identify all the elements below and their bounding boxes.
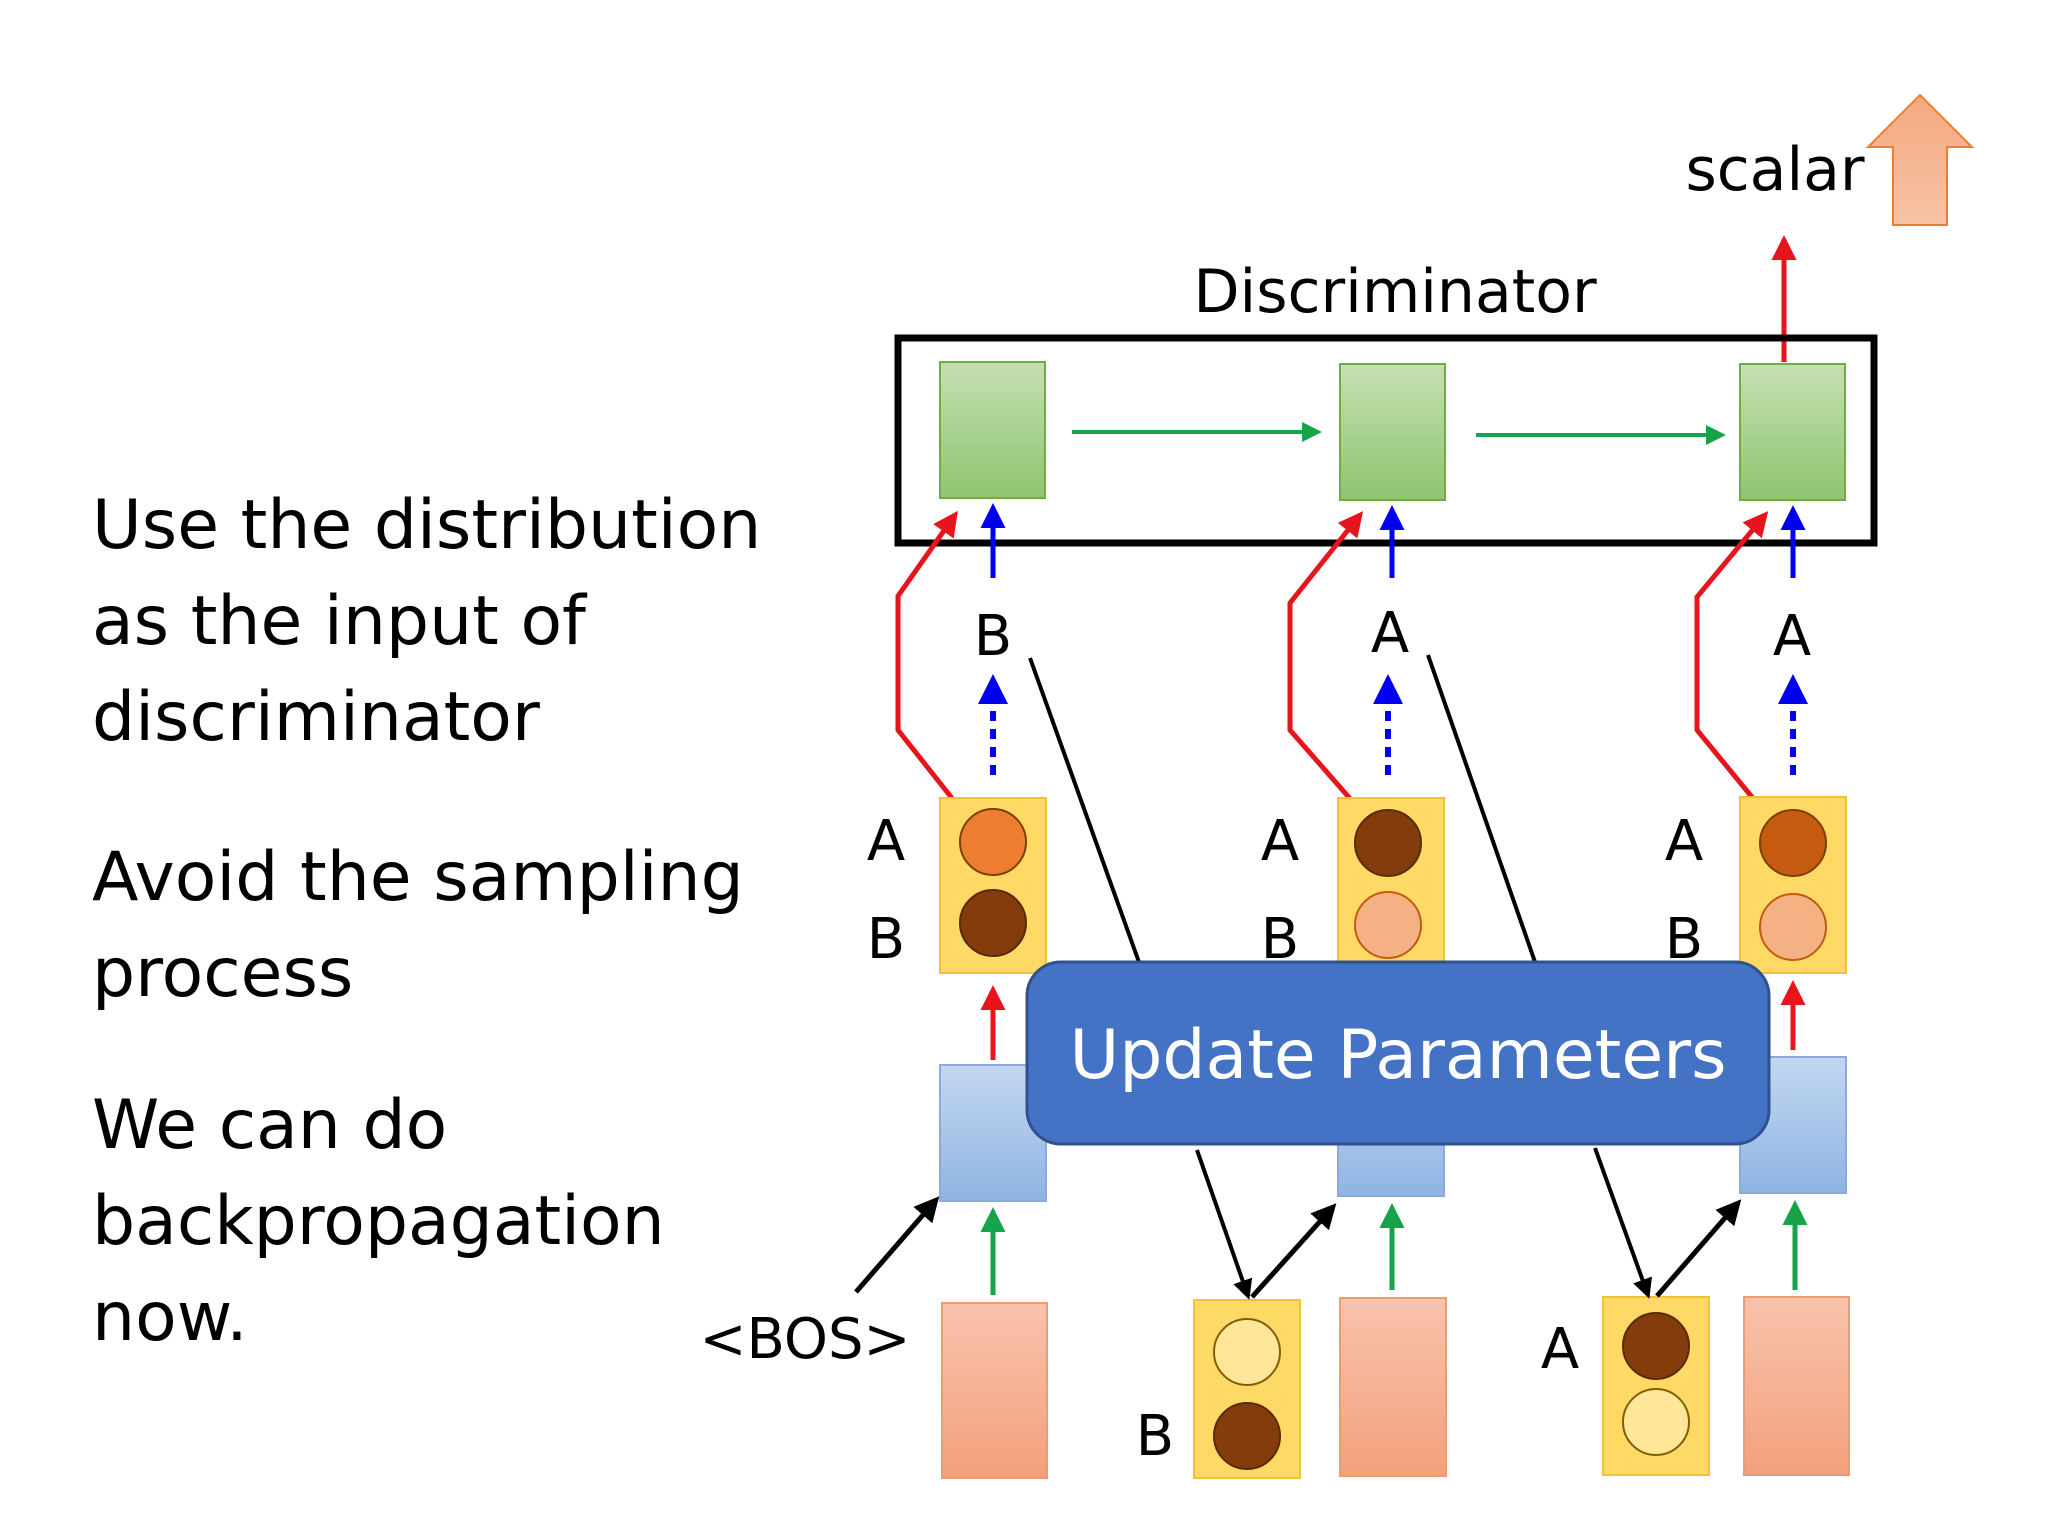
input-block-2	[1339, 1297, 1447, 1477]
update-parameters-label: Update Parameters	[1069, 1016, 1726, 1095]
discriminator-cell-1	[939, 361, 1046, 499]
onehot-to-rnn-arrow	[1250, 1203, 1337, 1299]
prob-b-icon	[959, 889, 1027, 957]
bullet-line: backpropagation	[92, 1182, 665, 1261]
prob-b-icon	[1759, 893, 1827, 961]
bos-label: <BOS>	[700, 1307, 911, 1372]
dist-label-a: A	[867, 809, 905, 874]
sampled-token: A	[1371, 601, 1409, 666]
sampled-token: B	[974, 604, 1012, 669]
bullet-line: We can do	[92, 1086, 448, 1165]
input-label-a: A	[1541, 1317, 1579, 1382]
feedback-arrow	[1028, 657, 1142, 966]
distribution-to-discriminator-arrow	[1287, 511, 1364, 804]
distribution-to-discriminator-arrow	[895, 510, 958, 804]
scalar-label: scalar	[1685, 135, 1864, 205]
update-parameters-box	[1025, 960, 1771, 1146]
feedback-arrow	[1195, 1149, 1253, 1300]
bullet-line: process	[92, 934, 354, 1013]
distribution-to-discriminator-arrow	[1694, 511, 1769, 804]
dist-label-b: B	[867, 907, 905, 972]
bullet-line: as the input of	[92, 582, 586, 661]
feedback-arrow	[1426, 654, 1537, 963]
discriminator-cell-3	[1739, 363, 1846, 501]
discriminator-cell-2	[1339, 363, 1446, 501]
bullet-line: Use the distribution	[92, 486, 762, 565]
discriminator-label: Discriminator	[1193, 257, 1597, 327]
onehot-a-icon	[1213, 1318, 1281, 1386]
onehot-to-rnn-arrow	[1655, 1199, 1742, 1298]
prob-a-icon	[1354, 809, 1422, 877]
dist-label-a: A	[1665, 809, 1703, 874]
bullet-distribution-input: Use the distribution as the input of dis…	[92, 478, 792, 766]
input-label-b: B	[1136, 1404, 1174, 1469]
prob-a-icon	[1759, 809, 1827, 877]
discriminator-box	[894, 334, 1878, 547]
bullet-backprop: We can do backpropagation now.	[92, 1078, 792, 1366]
sampled-token: A	[1773, 604, 1811, 669]
bullet-line: Avoid the sampling	[92, 838, 744, 917]
prob-b-icon	[1354, 891, 1422, 959]
feedback-arrow	[1593, 1147, 1652, 1299]
onehot-b-icon	[1622, 1388, 1690, 1456]
prob-a-icon	[959, 808, 1027, 876]
scalar-output-arrow-icon	[1865, 93, 1975, 226]
onehot-b-icon	[1213, 1402, 1281, 1470]
input-block-1	[941, 1302, 1048, 1479]
bullet-line: discriminator	[92, 678, 540, 757]
bullet-line: now.	[92, 1278, 248, 1357]
bos-to-rnn-arrow	[854, 1196, 940, 1294]
bullet-avoid-sampling: Avoid the sampling process	[92, 830, 792, 1022]
input-block-3	[1743, 1296, 1850, 1476]
dist-label-a: A	[1261, 809, 1299, 874]
onehot-a-icon	[1622, 1312, 1690, 1380]
